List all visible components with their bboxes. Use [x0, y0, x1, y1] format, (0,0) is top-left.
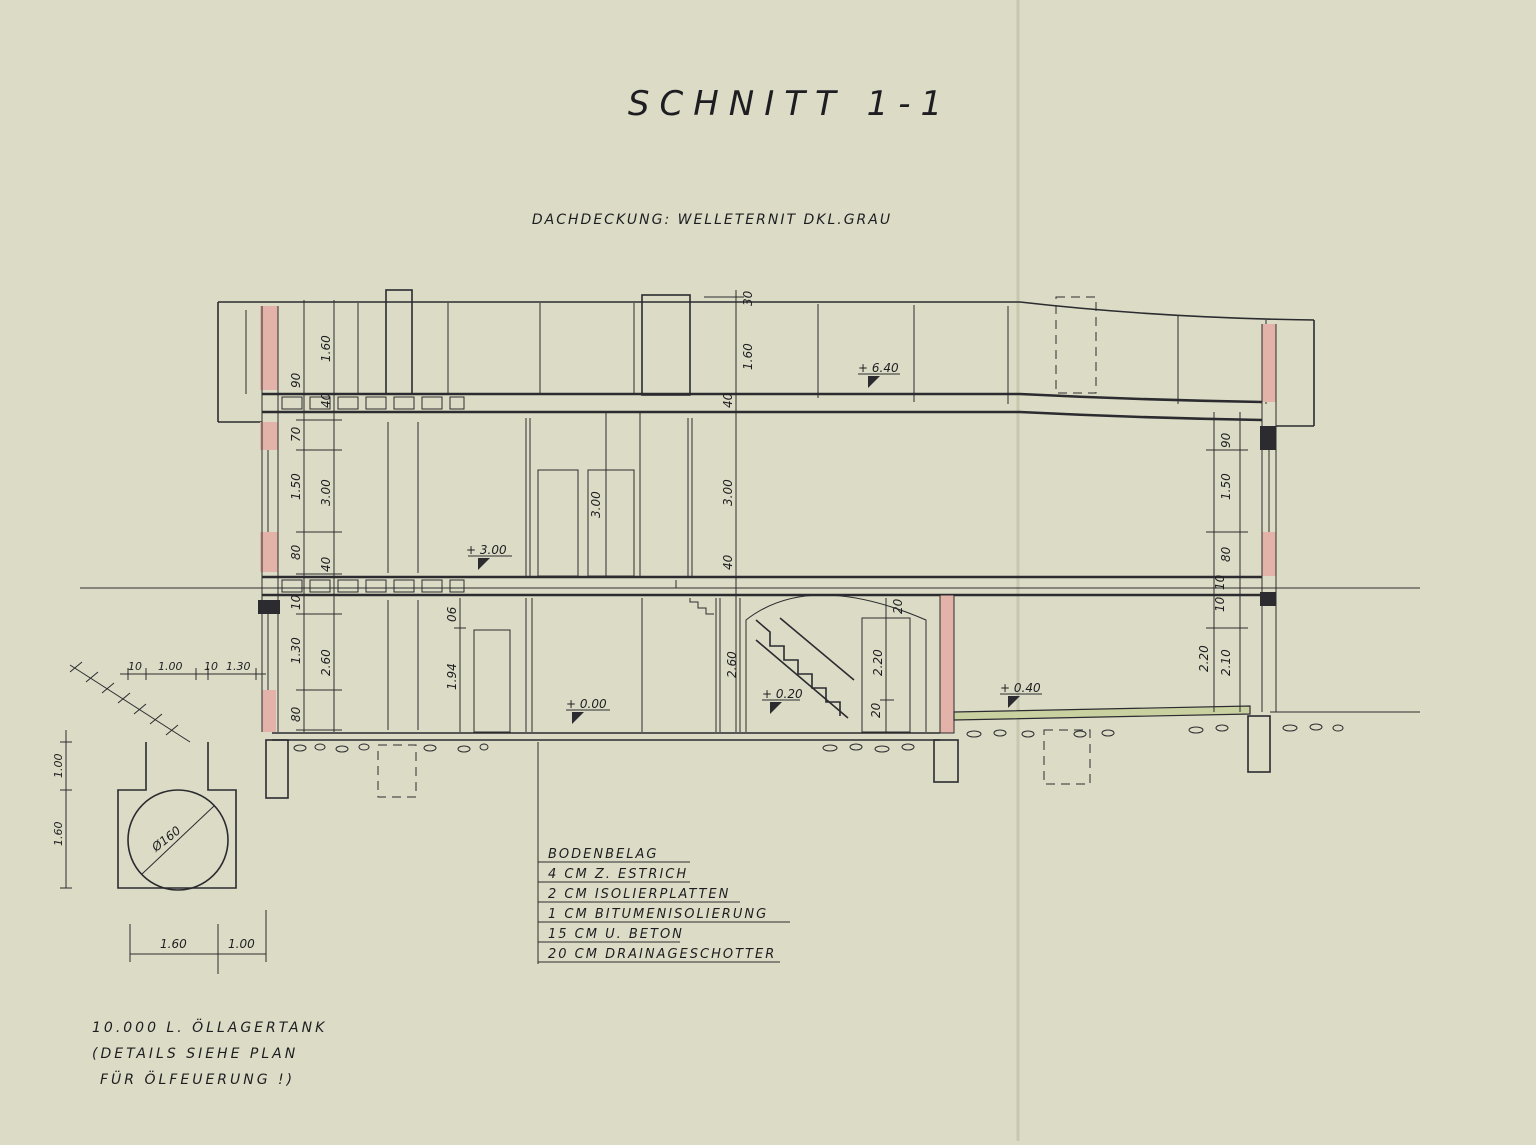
svg-text:10: 10	[128, 660, 142, 673]
svg-text:90: 90	[1219, 432, 1233, 448]
svg-text:(DETAILS SIEHE PLAN: (DETAILS SIEHE PLAN	[92, 1046, 298, 1062]
roof-band	[217, 289, 1315, 427]
svg-text:2.20: 2.20	[1197, 645, 1211, 672]
svg-text:3.00: 3.00	[721, 479, 735, 506]
svg-text:40: 40	[319, 392, 333, 408]
svg-text:1.30: 1.30	[289, 637, 303, 664]
upper-slab	[262, 392, 1263, 422]
legend-layer: 15 CM U. BETON	[548, 927, 684, 942]
svg-text:1.00: 1.00	[228, 937, 255, 951]
roof-covering-note: DACHDECKUNG: WELLETERNIT DKL.GRAU	[532, 212, 892, 228]
svg-text:2.10: 2.10	[1219, 649, 1233, 676]
dimension-labels: 90 70 1.50 80 10 1.30 80 1.60 3.00 2.60 …	[289, 290, 1233, 722]
svg-text:+ 0.00: + 0.00	[566, 697, 607, 711]
svg-text:10: 10	[1213, 574, 1227, 590]
svg-text:40: 40	[721, 392, 735, 408]
legend-layer: 20 CM DRAINAGESCHOTTER	[548, 947, 776, 962]
left-exterior-wall	[258, 306, 280, 732]
middle-slab	[262, 575, 1262, 597]
svg-text:+ 0.40: + 0.40	[1000, 681, 1041, 695]
svg-text:80: 80	[289, 706, 303, 722]
svg-text:1.60: 1.60	[741, 343, 755, 370]
stairs	[675, 580, 927, 732]
svg-text:06: 06	[445, 606, 459, 622]
terrace-slab	[953, 705, 1251, 721]
svg-text:40: 40	[721, 554, 735, 570]
floor-buildup-legend: BODENBELAG 4 CM Z. ESTRICH 2 CM ISOLIERP…	[537, 742, 790, 964]
svg-text:1.94: 1.94	[445, 663, 459, 690]
svg-text:20: 20	[891, 598, 905, 614]
svg-text:90: 90	[289, 372, 303, 388]
svg-text:FÜR ÖLFEUERUNG !): FÜR ÖLFEUERUNG !)	[100, 1070, 295, 1088]
svg-text:1.00: 1.00	[52, 754, 65, 779]
svg-text:10.000 L. ÖLLAGERTANK: 10.000 L. ÖLLAGERTANK	[92, 1018, 327, 1036]
svg-text:1.60: 1.60	[160, 937, 187, 951]
svg-text:30: 30	[741, 290, 755, 306]
svg-text:70: 70	[289, 426, 303, 442]
svg-text:80: 80	[289, 544, 303, 560]
oil-tank-detail: Ø160 10 1.00 10 1.30 1.00 1.60 1.60 1.00	[52, 660, 267, 974]
level-marker-terrace: + 0.40	[1000, 681, 1042, 708]
svg-text:1.30: 1.30	[226, 660, 251, 673]
foundations	[265, 296, 1271, 799]
dimension-lines	[296, 290, 1248, 732]
ground-slab	[272, 732, 940, 741]
level-marker-stair: + 0.20	[762, 687, 803, 714]
svg-text:10: 10	[204, 660, 218, 673]
terrain-hatch	[69, 661, 179, 736]
svg-text:3.00: 3.00	[319, 479, 333, 506]
svg-text:1.60: 1.60	[52, 822, 65, 847]
svg-text:1.50: 1.50	[289, 473, 303, 500]
svg-text:3.00: 3.00	[589, 491, 603, 518]
svg-text:+ 3.00: + 3.00	[466, 543, 507, 557]
svg-text:40: 40	[319, 556, 333, 572]
svg-text:2.20: 2.20	[871, 649, 885, 676]
legend-layer: 4 CM Z. ESTRICH	[548, 867, 688, 882]
gravel-bed	[293, 723, 1344, 753]
svg-text:80: 80	[1219, 546, 1233, 562]
svg-text:1.00: 1.00	[158, 660, 183, 673]
drawing-title: SCHNITT 1-1	[628, 84, 952, 124]
level-marker-upper: + 3.00	[466, 543, 512, 570]
legend-layer: 1 CM BITUMENISOLIERUNG	[548, 907, 768, 922]
svg-text:+ 0.20: + 0.20	[762, 687, 803, 701]
interior-wall-brick	[939, 594, 955, 734]
legend-heading: BODENBELAG	[548, 847, 658, 862]
svg-text:1.50: 1.50	[1219, 473, 1233, 500]
terrain-slope-left	[69, 664, 191, 743]
svg-text:1.60: 1.60	[319, 335, 333, 362]
right-exterior-wall	[1260, 324, 1277, 712]
svg-text:+ 6.40: + 6.40	[858, 361, 899, 375]
legend-layer: 2 CM ISOLIERPLATTEN	[548, 887, 730, 902]
svg-text:20: 20	[869, 702, 883, 718]
tank-note: 10.000 L. ÖLLAGERTANK (DETAILS SIEHE PLA…	[92, 1018, 327, 1088]
svg-text:10: 10	[289, 594, 303, 610]
interior-partitions	[387, 412, 721, 732]
svg-text:10: 10	[1213, 596, 1227, 612]
level-marker-roof: + 6.40	[858, 361, 900, 388]
svg-text:2.60: 2.60	[725, 651, 739, 678]
svg-text:2.60: 2.60	[319, 649, 333, 676]
level-marker-ground: + 0.00	[566, 697, 610, 724]
